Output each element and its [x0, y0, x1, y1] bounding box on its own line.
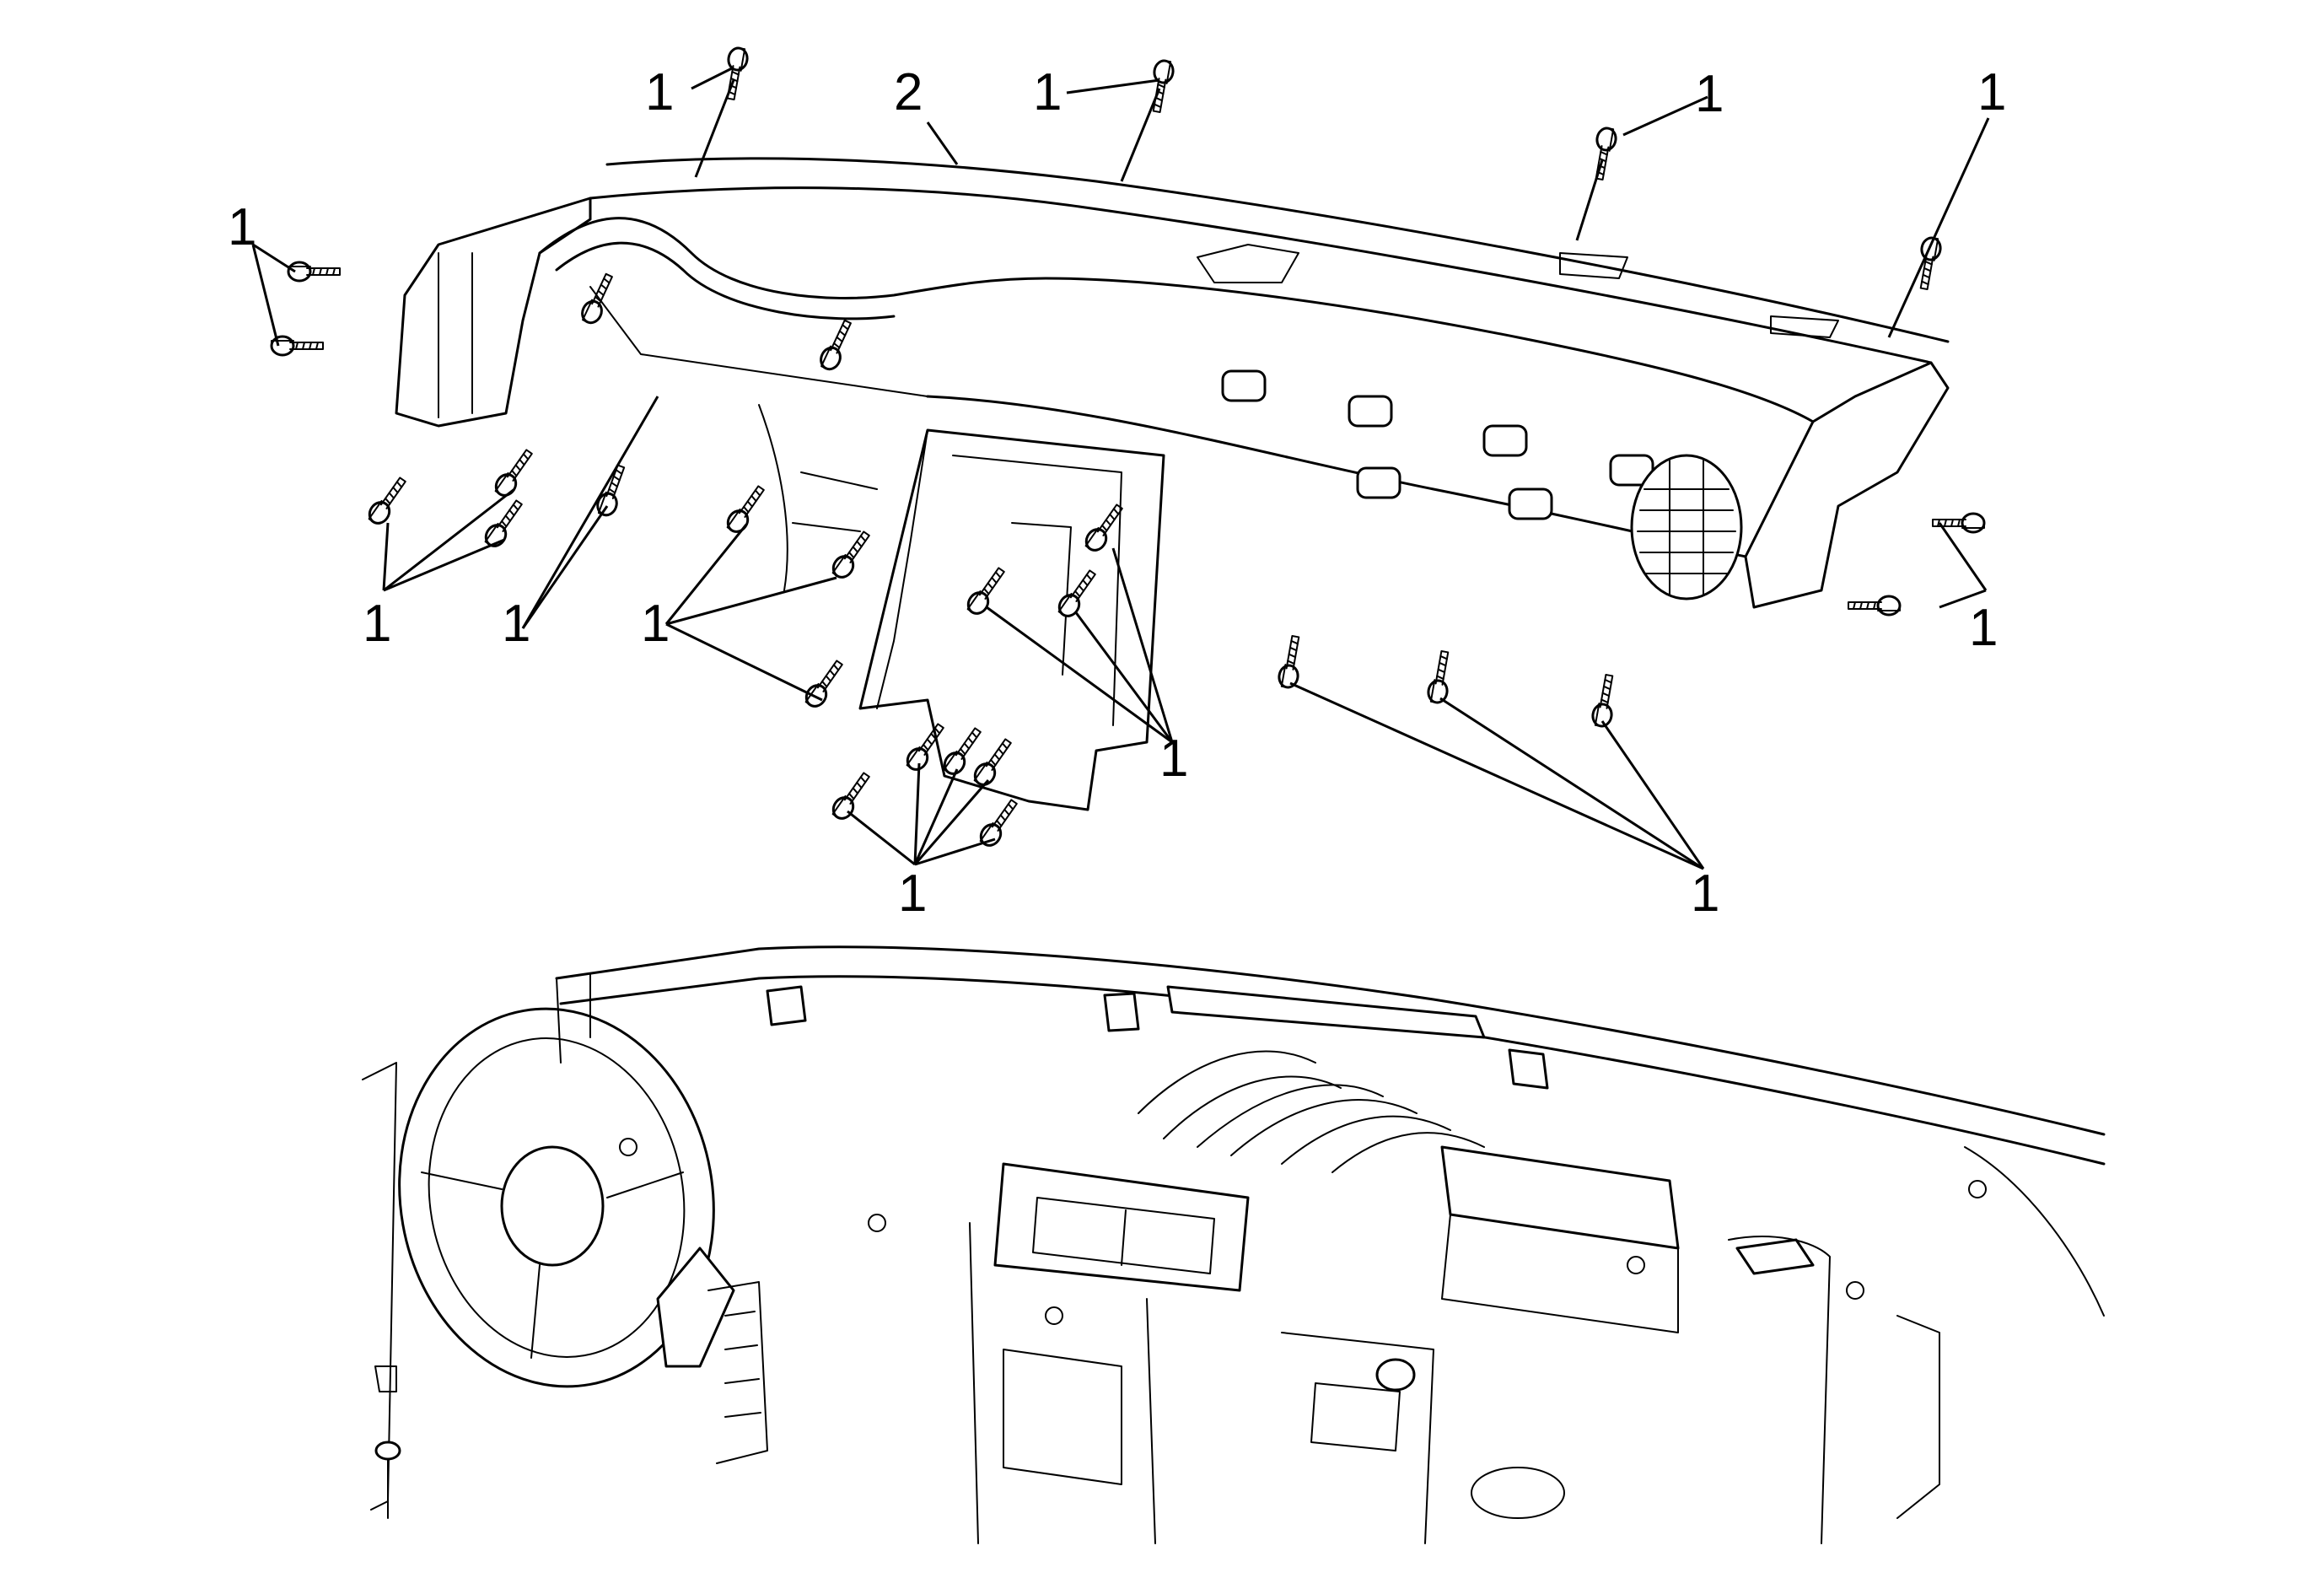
bolt-icon [593, 461, 632, 520]
bolt-icon [1913, 234, 1944, 292]
bolt-icon [270, 335, 325, 357]
bolt-icon [1847, 595, 1902, 617]
callout-fastener: 1 [1159, 730, 1188, 788]
callout-fastener: 1 [645, 63, 674, 121]
vehicle-dash-structure [362, 945, 2106, 1544]
callout-fastener: 1 [502, 595, 530, 653]
bolt-icon [1276, 633, 1306, 691]
instrument-panel [395, 157, 1950, 811]
leader-lines [251, 66, 1990, 870]
bolt-icon [723, 481, 771, 537]
bolt-icon [491, 444, 539, 501]
bolt-icon [1590, 672, 1620, 730]
bolt-icon [287, 261, 342, 283]
callout-panel: 2 [894, 63, 923, 121]
bolt-icon [720, 45, 750, 102]
bolt-icon [828, 526, 876, 583]
bolt-icon [801, 655, 849, 712]
callout-fastener: 1 [363, 595, 391, 653]
callout-fastener: 1 [1977, 63, 2006, 121]
panel-vents [1221, 369, 1654, 520]
bolt-icon [1589, 125, 1619, 182]
bolt-icon [976, 794, 1024, 851]
callout-fastener: 1 [641, 595, 670, 653]
callout-fastener: 1 [1695, 65, 1724, 123]
bolt-icon [481, 495, 529, 552]
bolt-icon [1425, 649, 1455, 706]
callout-fastener: 1 [228, 198, 256, 256]
round-vent [1630, 454, 1743, 601]
bolt-icon [578, 270, 619, 327]
callout-fastener: 1 [1033, 63, 1062, 121]
callout-labels: 1 1 1 1 2 1 1 1 1 1 1 1 1 [228, 63, 2006, 923]
callout-fastener: 1 [1969, 599, 1998, 657]
callout-fastener: 1 [1691, 864, 1719, 923]
callout-fastener: 1 [898, 864, 927, 923]
bolt-icon [364, 472, 412, 529]
bolt-icon [816, 316, 858, 374]
steering-wheel [398, 1007, 735, 1388]
